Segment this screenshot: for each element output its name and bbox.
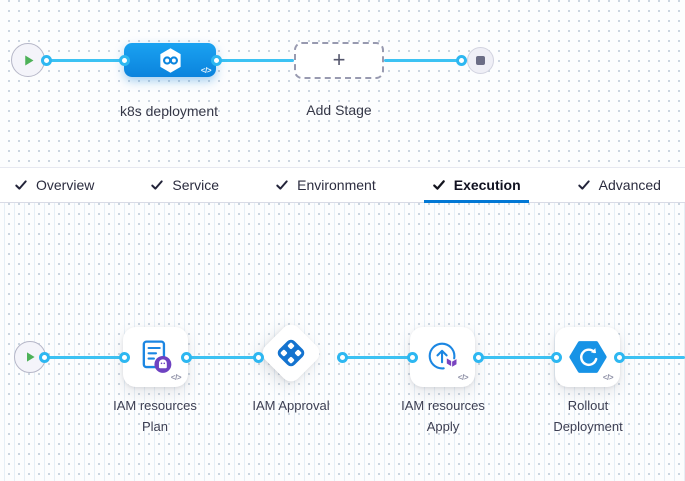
connector-dot: [550, 351, 562, 363]
add-stage-label[interactable]: Add Stage: [306, 102, 372, 118]
stage-config-tabs: Overview Service Environment Execution A…: [0, 167, 685, 203]
cd-stage-hexagon-icon: [159, 47, 181, 73]
tab-label: Execution: [453, 177, 521, 193]
connector-dot: [38, 351, 50, 363]
pipeline-start-node[interactable]: [11, 43, 45, 77]
connector-dot: [406, 351, 418, 363]
tab-label: Environment: [297, 177, 376, 193]
check-icon: [432, 180, 445, 190]
connector-line: [478, 356, 556, 359]
step-node-iam-resources-apply[interactable]: </>: [410, 327, 475, 387]
connector-line: [216, 59, 294, 62]
stage-graph-canvas[interactable]: </> + k8s deployment Add Stage: [0, 0, 685, 167]
connector-dot: [118, 54, 130, 66]
stage-node-k8s-deployment[interactable]: </>: [124, 43, 216, 77]
step-node-iam-resources-plan[interactable]: </>: [123, 327, 188, 387]
connector-line: [619, 356, 685, 359]
connector-dot: [613, 351, 625, 363]
connector-dot: [336, 351, 348, 363]
code-toggle-icon[interactable]: </>: [457, 373, 469, 382]
stage-label[interactable]: k8s deployment: [119, 103, 219, 119]
tab-execution[interactable]: Execution: [423, 168, 529, 203]
execution-graph-canvas[interactable]: </>: [0, 203, 685, 481]
tab-environment[interactable]: Environment: [267, 168, 384, 202]
play-icon: [24, 55, 33, 65]
connector-line: [342, 356, 412, 359]
tab-service[interactable]: Service: [142, 168, 227, 202]
step-label: IAM Approval: [252, 398, 330, 413]
connector-line: [384, 59, 461, 62]
step-node-rollout-deployment[interactable]: </>: [555, 327, 620, 387]
check-icon: [276, 180, 288, 190]
add-stage-button[interactable]: +: [294, 42, 384, 79]
check-icon: [151, 180, 164, 190]
pipeline-end-node[interactable]: [467, 47, 494, 74]
connector-dot: [40, 54, 52, 66]
check-icon: [15, 180, 27, 190]
terraform-apply-icon: [428, 342, 456, 370]
connector-line: [46, 59, 124, 62]
tab-overview[interactable]: Overview: [6, 168, 102, 202]
connector-line: [186, 356, 258, 359]
play-icon: [27, 352, 35, 362]
connector-dot: [252, 351, 264, 363]
check-icon: [577, 180, 590, 190]
connector-dot: [472, 351, 484, 363]
connector-dot: [180, 351, 192, 363]
plus-icon: +: [332, 46, 346, 72]
tab-advanced[interactable]: Advanced: [569, 168, 669, 202]
rollout-deployment-icon: [568, 341, 607, 373]
terraform-plan-icon: [142, 340, 171, 373]
code-toggle-icon[interactable]: </>: [200, 66, 212, 75]
connector-dot: [455, 54, 467, 66]
stop-icon: [476, 56, 485, 65]
tab-label: Advanced: [598, 177, 661, 193]
approval-icon: [277, 339, 305, 367]
tab-label: Overview: [36, 177, 95, 193]
step-node-iam-approval[interactable]: [258, 320, 324, 386]
connector-dot: [118, 351, 130, 363]
code-toggle-icon[interactable]: </>: [170, 373, 182, 382]
connector-dot: [210, 54, 222, 66]
connector-line: [44, 356, 124, 359]
code-toggle-icon[interactable]: </>: [602, 373, 614, 382]
tab-label: Service: [172, 177, 220, 193]
